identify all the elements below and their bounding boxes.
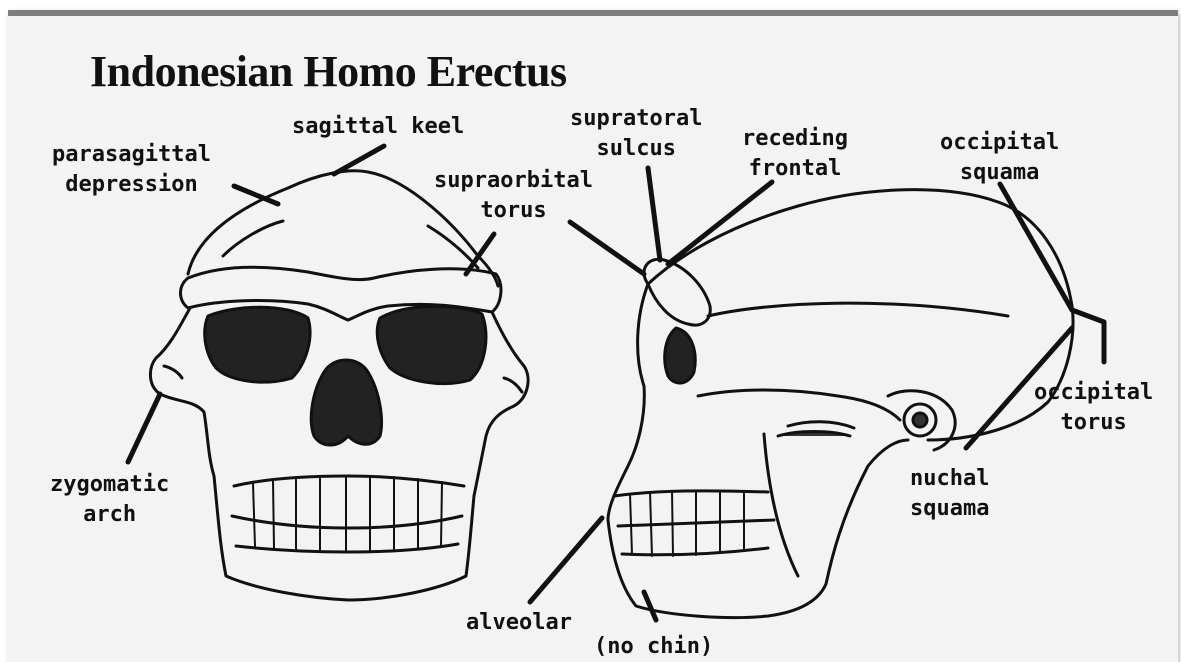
label-receding-frontal: receding frontal [742, 124, 848, 184]
label-occipital-squama: occipital squama [940, 128, 1059, 188]
label-parasagittal-depression: parasagittal depression [52, 140, 211, 200]
label-no-chin: (no chin) [594, 632, 713, 662]
leader-supraorbital-right [570, 222, 644, 274]
label-supratoral-sulcus: supratoral sulcus [570, 104, 702, 164]
label-zygomatic-arch: zygomatic arch [50, 470, 169, 530]
leader-no-chin [644, 592, 656, 620]
leader-zygomatic [128, 394, 160, 462]
leader-occipital-torus [1072, 310, 1104, 362]
label-alveolar: alveolar [466, 608, 572, 638]
leader-occipital-squama [1000, 184, 1072, 310]
label-supraorbital-torus: supraorbital torus [434, 166, 593, 226]
label-nuchal-squama: nuchal squama [910, 464, 989, 524]
leader-alveolar [530, 518, 602, 602]
diagram-frame: Indonesian Homo Erectus [8, 10, 1178, 662]
leader-supratoral [648, 168, 660, 260]
label-occipital-torus: occipital torus [1034, 378, 1153, 438]
label-sagittal-keel: sagittal keel [292, 112, 464, 142]
leader-receding [668, 182, 772, 264]
